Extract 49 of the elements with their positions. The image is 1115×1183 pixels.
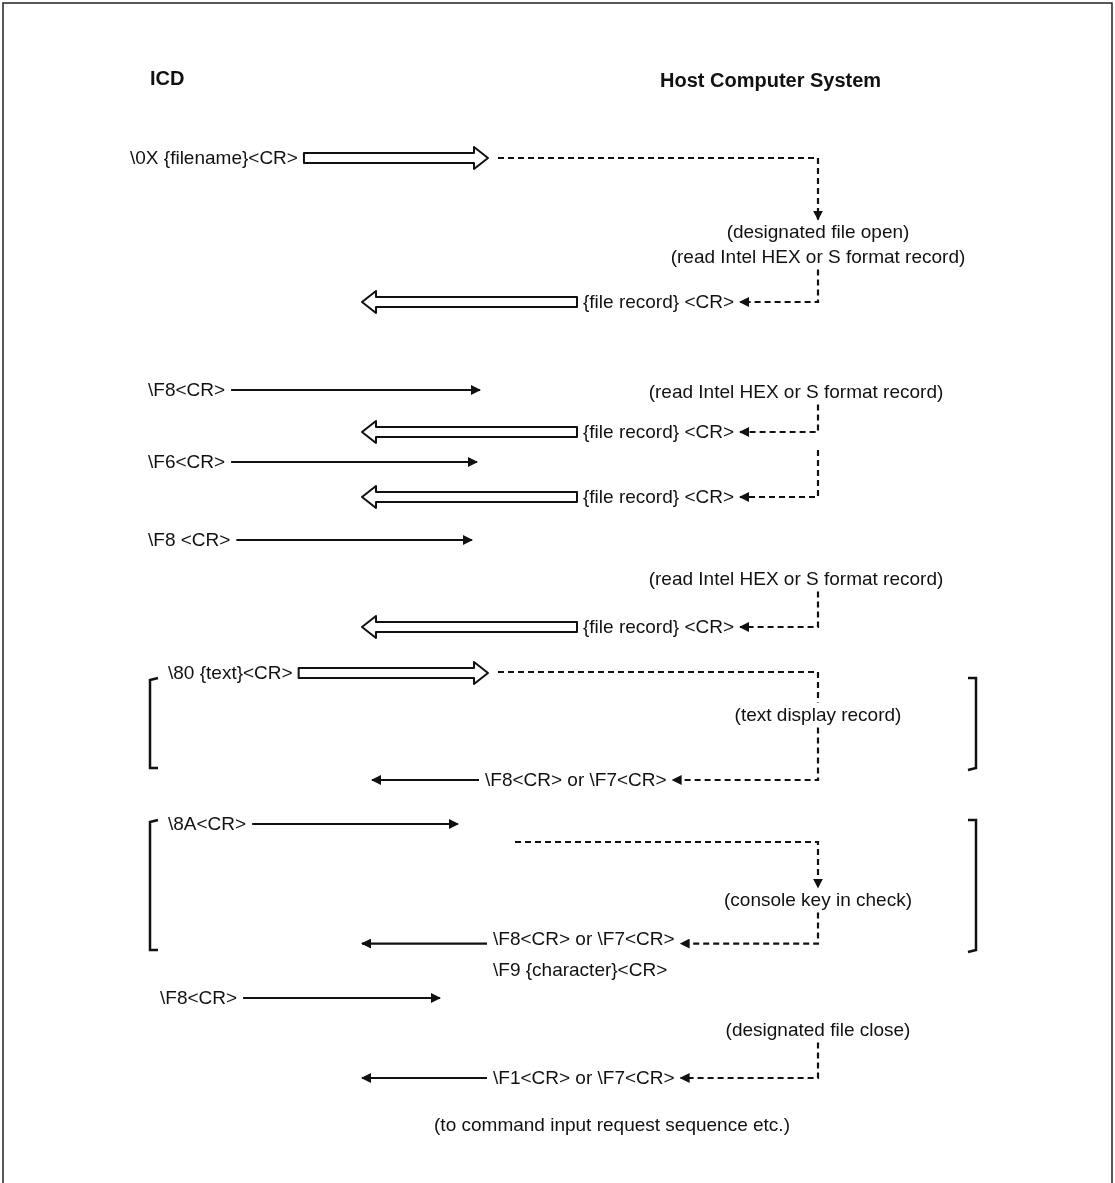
dashed-arrow bbox=[739, 450, 820, 502]
hollow-arrow bbox=[361, 420, 578, 444]
command-text: \F8<CR> bbox=[160, 986, 238, 1010]
command-text: \F8 <CR> bbox=[148, 528, 231, 552]
command-text: \F8<CR> bbox=[148, 378, 226, 402]
arrow bbox=[236, 535, 473, 545]
arrow bbox=[361, 938, 487, 949]
process-note: (read Intel HEX or S format record) bbox=[648, 380, 944, 404]
dashed-arrow bbox=[679, 912, 820, 949]
dashed-arrow bbox=[498, 156, 823, 221]
command-text: \F6<CR> bbox=[148, 450, 226, 474]
arrow bbox=[361, 1073, 487, 1083]
process-note: (console key in check) bbox=[724, 888, 912, 912]
arrow bbox=[252, 819, 459, 829]
response-text: \F8<CR> or \F7<CR> bbox=[493, 928, 675, 952]
response-text: \F8<CR> or \F7<CR> bbox=[485, 768, 667, 792]
hollow-arrow bbox=[361, 485, 578, 509]
response-text: \F1<CR> or \F7<CR> bbox=[493, 1066, 675, 1090]
response-text: \F9 {character}<CR> bbox=[493, 959, 669, 982]
arrow bbox=[231, 385, 481, 395]
process-note: (designated file close) bbox=[725, 1018, 911, 1042]
arrow bbox=[243, 993, 441, 1003]
dashed-line bbox=[498, 670, 820, 703]
column-heading: ICD bbox=[150, 66, 185, 90]
footnote-text: (to command input request sequence etc.) bbox=[434, 1113, 790, 1137]
hollow-arrow bbox=[361, 615, 578, 639]
command-text: \80 {text}<CR> bbox=[168, 661, 293, 685]
process-note: (read Intel HEX or S format record) bbox=[670, 245, 966, 269]
process-note: (text display record) bbox=[734, 703, 902, 727]
arrow bbox=[371, 775, 479, 785]
hollow-arrow bbox=[297, 661, 489, 685]
process-note: (designated file open) bbox=[726, 220, 910, 244]
dashed-arrow bbox=[739, 591, 820, 632]
response-text: {file record} <CR> bbox=[583, 290, 735, 314]
dashed-arrow bbox=[739, 269, 820, 307]
dashed-arrow bbox=[515, 840, 823, 889]
column-heading: Host Computer System bbox=[660, 68, 882, 92]
dashed-arrow bbox=[671, 727, 820, 785]
command-text: \0X {filename}<CR> bbox=[130, 146, 298, 170]
command-text: \8A<CR> bbox=[168, 812, 247, 836]
hollow-arrow bbox=[361, 290, 578, 314]
response-text: {file record} <CR> bbox=[583, 615, 735, 639]
dashed-arrow bbox=[679, 1042, 820, 1083]
dashed-arrow bbox=[739, 404, 820, 437]
arrow bbox=[231, 457, 478, 467]
hollow-arrow bbox=[302, 146, 489, 170]
response-text: {file record} <CR> bbox=[583, 485, 735, 509]
process-note: (read Intel HEX or S format record) bbox=[648, 567, 944, 591]
response-text: {file record} <CR> bbox=[583, 420, 735, 444]
